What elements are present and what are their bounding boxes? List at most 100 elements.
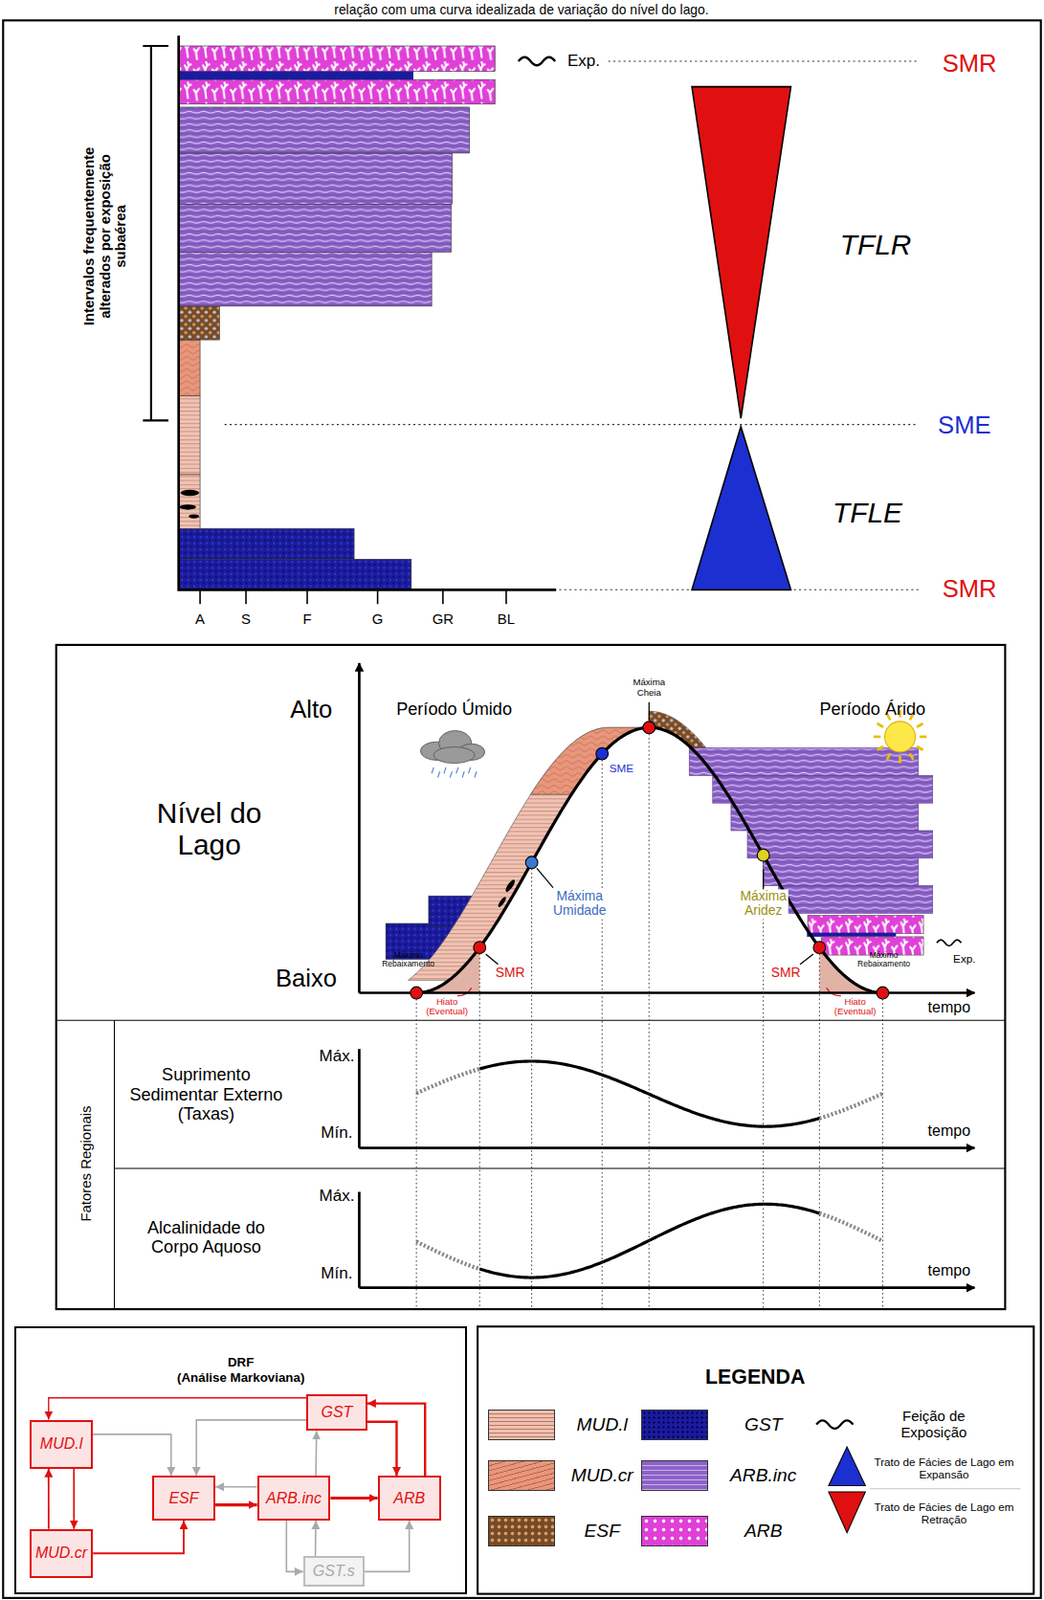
column-axis [178, 35, 557, 590]
axis-tick [199, 589, 201, 604]
label: Período Úmido [396, 699, 512, 719]
transition-arrow [364, 1520, 410, 1572]
axis [357, 1191, 361, 1288]
legend-text: MUD.l [577, 1414, 628, 1436]
retraction-triangle [691, 87, 791, 420]
panel-divider [113, 1020, 115, 1310]
facies-layer [178, 153, 453, 204]
hiatus-area [416, 947, 480, 993]
exposure-symbol [936, 939, 962, 946]
label: SME [937, 410, 991, 439]
guide-line [648, 733, 650, 1310]
rain-drop [462, 771, 465, 778]
label: F [302, 611, 311, 628]
label: relação com uma curva idealizada de vari… [333, 2, 709, 19]
black-lens [180, 489, 200, 496]
rain-drop [449, 771, 452, 778]
exposure-symbol [518, 57, 556, 67]
transition-arrow [196, 1420, 307, 1476]
facies-layer [178, 306, 221, 340]
facies-code: MUD.l [40, 1435, 83, 1453]
pointer [536, 867, 554, 888]
guide-line [416, 999, 418, 1310]
sun-ray [873, 735, 881, 739]
facies-layer [178, 45, 496, 72]
label: Período Árido [819, 699, 926, 719]
rain-drop [444, 767, 446, 774]
key-point [643, 721, 656, 734]
rain-drop [468, 767, 471, 774]
legend-swatch [641, 1409, 709, 1441]
expansion-triangle [691, 426, 791, 591]
facies-box: MUD.cr [29, 1529, 93, 1578]
sun-ray [877, 746, 884, 751]
guide-line [531, 868, 533, 1310]
key-point [596, 747, 609, 760]
label: SMR [942, 49, 998, 78]
transition-arrow [215, 1486, 258, 1489]
black-lens [179, 504, 197, 510]
facies-layer [178, 558, 412, 590]
facies-code: ARB [393, 1489, 425, 1508]
surface-line [224, 423, 919, 425]
transition-arrow [48, 1398, 307, 1421]
facies-block [747, 830, 933, 859]
label: Máximo Rebaixamento [857, 951, 911, 970]
axis-tick [505, 589, 508, 604]
facies-layer [178, 71, 414, 81]
facies-box: GST.s [303, 1555, 365, 1587]
axis-tick [377, 589, 379, 604]
label: Baixo [275, 963, 337, 992]
key-point [525, 856, 538, 869]
axis-tick [442, 589, 445, 604]
bracket [142, 45, 169, 421]
label: G [372, 611, 384, 628]
rain-drop [438, 771, 441, 778]
key-point [473, 941, 487, 955]
sun-ray [887, 753, 891, 759]
factor-curve [416, 1068, 480, 1093]
sun-ray [910, 753, 914, 759]
label: SMR [942, 575, 998, 603]
transition-arrow [92, 1520, 184, 1554]
legend-text: ARB.inc [730, 1465, 797, 1487]
pointer [799, 954, 814, 965]
guide-line [601, 759, 603, 1310]
axis-tick [306, 589, 309, 604]
transition-arrow [47, 1468, 50, 1530]
label: Máxima Umidade [551, 888, 608, 919]
facies-code: GST [320, 1403, 353, 1422]
factor-curve [819, 1213, 883, 1242]
facies-block [688, 748, 919, 777]
legend-separator [869, 1488, 1022, 1489]
panel-divider [114, 1167, 1006, 1169]
sun-ray [898, 755, 902, 763]
label: Máxima Cheia [632, 677, 666, 698]
facies-code: GST.s [312, 1562, 356, 1580]
label: Intervalos frequentemente alterados por … [81, 127, 130, 347]
label: Alcalinidade do Corpo Aquoso [134, 1217, 278, 1257]
rain-drop [431, 767, 434, 774]
label: Máx. [318, 1186, 355, 1205]
pointer [648, 702, 650, 721]
legend-swatch [488, 1409, 556, 1441]
facies-box: GST [306, 1394, 368, 1431]
facies-block [806, 932, 896, 937]
facies-band [531, 727, 650, 795]
facies-layer [178, 203, 452, 252]
label: Suprimento Sedimentar Externo (Taxas) [120, 1065, 292, 1124]
guide-line [819, 954, 821, 1311]
facies-layer [178, 528, 355, 559]
panel-frame [56, 644, 1006, 1310]
label: tempo [928, 1122, 971, 1140]
label: Exp. [953, 953, 976, 966]
transition-arrow [330, 1496, 378, 1500]
legend-text: ESF [584, 1520, 621, 1542]
facies-layer [178, 474, 200, 530]
facies-code: ESF [168, 1489, 199, 1508]
factor-curve [416, 1241, 480, 1269]
legend-swatch [641, 1460, 709, 1491]
factor-curve [479, 1061, 820, 1127]
label: Nível do Lago [133, 797, 287, 862]
